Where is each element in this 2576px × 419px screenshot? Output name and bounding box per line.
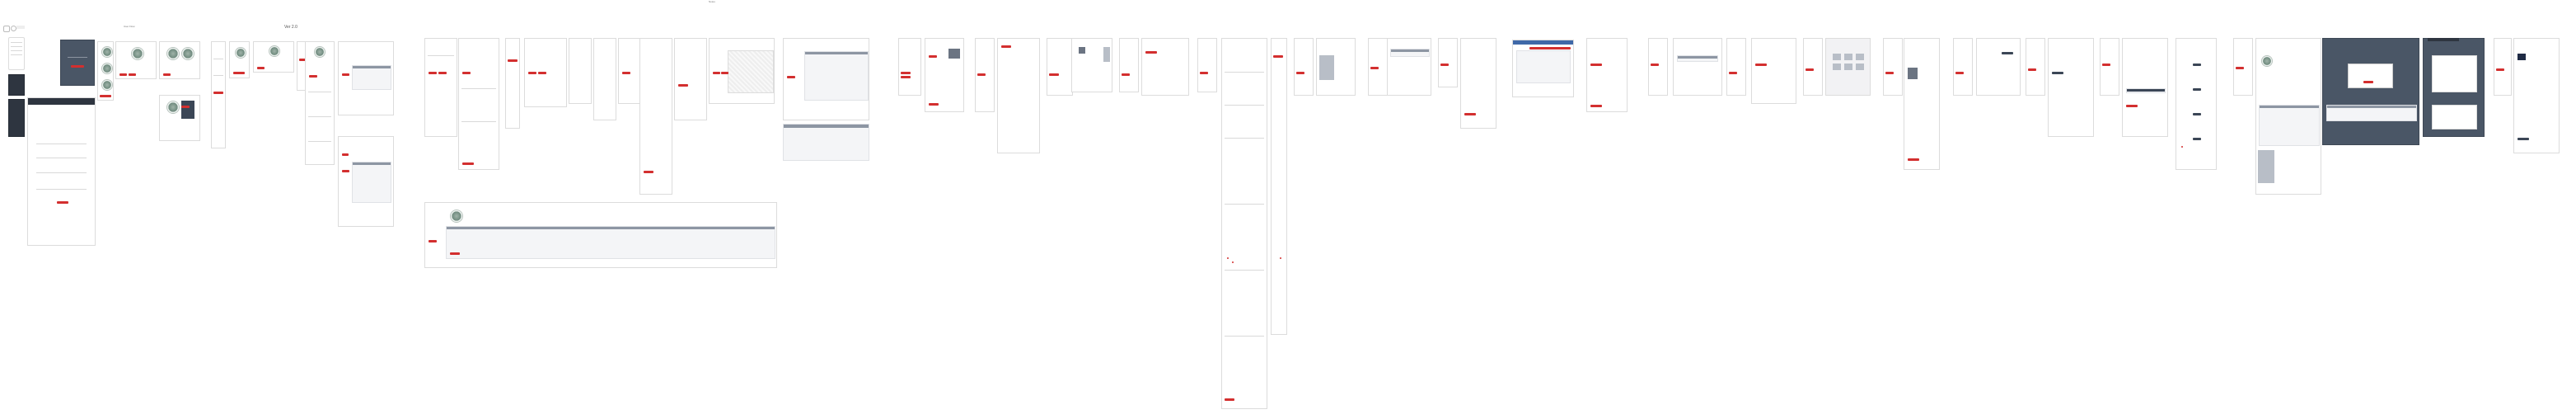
screen-x xyxy=(1648,38,1668,96)
screen-ag xyxy=(2026,38,2045,96)
user-icon xyxy=(16,26,25,29)
screen-y xyxy=(1673,38,1722,96)
screen-ak xyxy=(2176,38,2217,170)
phone-frame-1 xyxy=(8,37,25,70)
screen-k xyxy=(997,38,1040,153)
screen-p xyxy=(1197,38,1217,92)
form-1 xyxy=(424,38,457,137)
long-form xyxy=(1221,38,1267,409)
screen-last-1 xyxy=(2494,38,2512,96)
screen-ai xyxy=(2100,38,2119,96)
screen-a xyxy=(115,41,157,79)
phone-frame-3 xyxy=(8,99,25,137)
screen-aj xyxy=(2122,38,2168,137)
modal-backdrop-2 xyxy=(2423,38,2485,137)
form-2 xyxy=(458,38,499,170)
screen-am xyxy=(2255,38,2321,195)
table-screen-1 xyxy=(305,41,335,165)
screen-af xyxy=(1976,38,2021,96)
screen-ah xyxy=(2048,38,2094,137)
screen-s xyxy=(1368,38,1389,96)
table-screen-2 xyxy=(338,41,394,115)
login-mockup xyxy=(27,97,96,246)
screen-j xyxy=(975,38,995,112)
screen-l xyxy=(1047,38,1073,96)
screen-u xyxy=(1438,38,1458,87)
table-dark-header xyxy=(783,124,869,161)
phone-frame-2 xyxy=(8,74,25,96)
tooltip-dark xyxy=(2428,38,2459,41)
screen-h xyxy=(898,38,921,96)
table-screen-3 xyxy=(338,136,394,227)
screen-d xyxy=(211,41,226,148)
screen-o xyxy=(1141,38,1189,96)
canvas-label-1: User Flow xyxy=(124,25,135,28)
table-card xyxy=(1512,40,1574,97)
form-5 xyxy=(569,38,592,104)
logo-icon xyxy=(3,26,10,32)
screen-w xyxy=(1586,38,1628,112)
screen-m xyxy=(1071,38,1112,92)
screen-n xyxy=(1119,38,1139,92)
screen-q xyxy=(1294,38,1314,96)
screen-r xyxy=(1316,38,1356,96)
screen-ae xyxy=(1953,38,1973,96)
screen-ab xyxy=(1803,38,1823,96)
screen-e xyxy=(229,41,250,78)
screen-v xyxy=(1460,38,1496,129)
screen-aa xyxy=(1751,38,1796,104)
screen-al xyxy=(2233,38,2253,96)
canvas-label-3: Notes xyxy=(709,0,715,3)
modal-backdrop-1 xyxy=(2322,38,2419,145)
hero-dark xyxy=(60,40,95,86)
modal-card-2 xyxy=(2432,55,2477,92)
screen-i xyxy=(925,38,964,112)
modal-card-3 xyxy=(2432,105,2477,129)
form-4 xyxy=(524,38,567,107)
login-button[interactable] xyxy=(57,201,68,204)
form-6 xyxy=(593,38,616,120)
big-table xyxy=(783,38,869,120)
screen-ad xyxy=(1904,38,1940,170)
screen-z xyxy=(1726,38,1746,96)
screen-ac xyxy=(1883,38,1903,96)
screen-b xyxy=(159,41,200,79)
grid-tiles xyxy=(1825,38,1871,96)
long-form-side xyxy=(1271,38,1287,335)
image-strip xyxy=(97,41,114,101)
wide-table-panel xyxy=(424,202,777,268)
canvas-label-2: Ver 2.0 xyxy=(284,25,297,30)
map-screen xyxy=(709,38,775,104)
modal-card-1 xyxy=(2348,64,2393,88)
screen-t xyxy=(1387,38,1431,96)
screen-f xyxy=(253,41,294,73)
screen-last-2 xyxy=(2513,38,2560,153)
form-8 xyxy=(639,38,672,195)
form-9 xyxy=(674,38,707,120)
search-icon xyxy=(11,26,16,31)
screen-c xyxy=(159,95,200,141)
form-3 xyxy=(505,38,520,129)
